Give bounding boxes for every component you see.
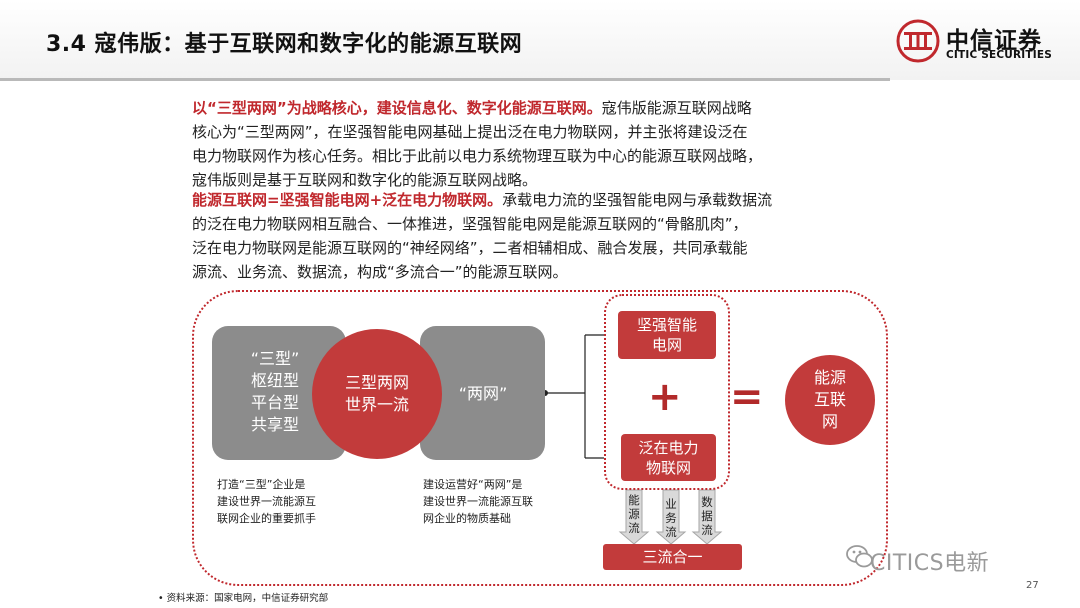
header-divider [0, 78, 890, 81]
citic-logo: 中信证券 CITIC SECURITIES [896, 19, 1076, 67]
paragraph-line: 电力物联网作为核心任务。相比于此前以电力系统物理互联为中心的能源互联网战略， [192, 147, 763, 165]
paragraph-line: 的泛在电力物联网相互融合、一体推进，坚强智能电网是能源互联网的“骨骼肌肉”， [192, 215, 748, 233]
strategy-circle-line: 世界一流 [344, 395, 409, 414]
flow-char: 务 [665, 511, 677, 525]
note-line: 建设世界一流能源互联 [423, 495, 533, 508]
paragraph-line: 源流、业务流、数据流，构成“多流合一”的能源互联网。 [192, 263, 568, 281]
three-types-note: 打造“三型”企业是 建设世界一流能源互 联网企业的重要抓手 [217, 476, 357, 527]
flow-char: 源 [628, 507, 640, 521]
note-line: 建设运营好“两网”是 [423, 478, 523, 491]
flow-char: 流 [665, 525, 677, 539]
flow-char: 能 [628, 493, 640, 507]
two-networks-note: 建设运营好“两网”是 建设世界一流能源互联 网企业的物质基础 [423, 476, 573, 527]
logo-chinese-name: 中信证券 [946, 28, 1042, 54]
watermark-text: CITICS电新 [870, 551, 990, 576]
three-types-line: 枢纽型 [250, 371, 299, 390]
paragraph-strategy-highlight: 以“三型两网”为战略核心，建设信息化、数字化能源互联网。 [192, 99, 602, 117]
strategy-circle-line: 三型两网 [344, 373, 409, 392]
flow-char: 业 [665, 497, 677, 511]
three-flows-merge-label: 三流合一 [642, 548, 703, 566]
iot-line: 泛在电力 [638, 439, 699, 457]
energy-internet-line: 互联 [813, 390, 846, 409]
iot-box [621, 434, 716, 481]
equals-sign: = [730, 374, 764, 420]
smart-grid-box [618, 311, 716, 359]
logo-english-name: CITIC SECURITIES [946, 49, 1053, 61]
paragraph-definition-highlight: 能源互联网=坚强智能电网+泛在电力物联网。 [192, 191, 503, 209]
paragraph-strategy: 以“三型两网”为战略核心，建设信息化、数字化能源互联网。寇伟版能源互联网战略 核… [192, 96, 892, 192]
energy-internet-text: 能源 互联 网 [785, 367, 875, 433]
data-flow-label: 数 据 流 [700, 495, 714, 537]
flow-char: 流 [701, 523, 713, 537]
plus-sign: + [648, 374, 682, 420]
paragraph-line: 泛在电力物联网是能源互联网的“神经网络”，二者相辅相成、融合发展，共同承载能 [192, 239, 748, 257]
smart-grid-line: 电网 [651, 336, 682, 354]
three-types-line: “三型” [250, 349, 300, 368]
three-flows-merge-box [603, 544, 742, 570]
flow-char: 流 [628, 521, 640, 535]
citic-logo-icon [896, 19, 940, 63]
source-note: • 资料来源：国家电网，中信证券研究部 [158, 593, 329, 604]
three-types-text: “三型” 枢纽型 平台型 共享型 [232, 348, 318, 436]
paragraph-line: 核心为“三型两网”，在坚强智能电网基础上提出泛在电力物联网，并主张将建设泛在 [192, 123, 748, 141]
smart-grid-line: 坚强智能 [636, 316, 697, 334]
note-line: 网企业的物质基础 [423, 512, 511, 525]
iot-line: 物联网 [645, 459, 691, 477]
slide-header [0, 0, 1080, 80]
flow-char: 据 [701, 509, 713, 523]
note-line: 联网企业的重要抓手 [217, 512, 316, 525]
diagram-outer-frame [192, 290, 888, 586]
page-number: 27 [1026, 580, 1039, 591]
energy-internet-line: 网 [821, 412, 838, 431]
three-types-line: 共享型 [250, 415, 299, 434]
energy-internet-line: 能源 [813, 368, 846, 387]
iot-text: 泛在电力 物联网 [621, 438, 716, 478]
energy-flow-label: 能 源 流 [627, 493, 641, 535]
business-flow-label: 业 务 流 [664, 497, 678, 539]
strategy-circle [312, 329, 442, 459]
paragraph-line: 寇伟版则是基于互联网和数字化的能源互联网战略。 [192, 171, 538, 189]
energy-internet-circle [785, 355, 875, 445]
strategy-circle-text: 三型两网 世界一流 [312, 372, 442, 416]
slide-title: 3.4 寇伟版：基于互联网和数字化的能源互联网 [46, 32, 523, 57]
wechat-icon [846, 545, 873, 568]
two-networks-frame [604, 294, 730, 490]
smart-grid-text: 坚强智能 电网 [618, 315, 716, 355]
paragraph-line: 承载电力流的坚强智能电网与承载数据流 [502, 191, 773, 209]
flow-char: 数 [701, 495, 713, 509]
paragraph-line: 寇伟版能源互联网战略 [601, 99, 752, 117]
note-line: 打造“三型”企业是 [217, 478, 306, 491]
two-networks-label: “两网” [458, 384, 508, 403]
note-line: 建设世界一流能源互 [217, 495, 316, 508]
three-types-line: 平台型 [250, 393, 299, 412]
paragraph-definition: 能源互联网=坚强智能电网+泛在电力物联网。承载电力流的坚强智能电网与承载数据流 … [192, 188, 892, 284]
